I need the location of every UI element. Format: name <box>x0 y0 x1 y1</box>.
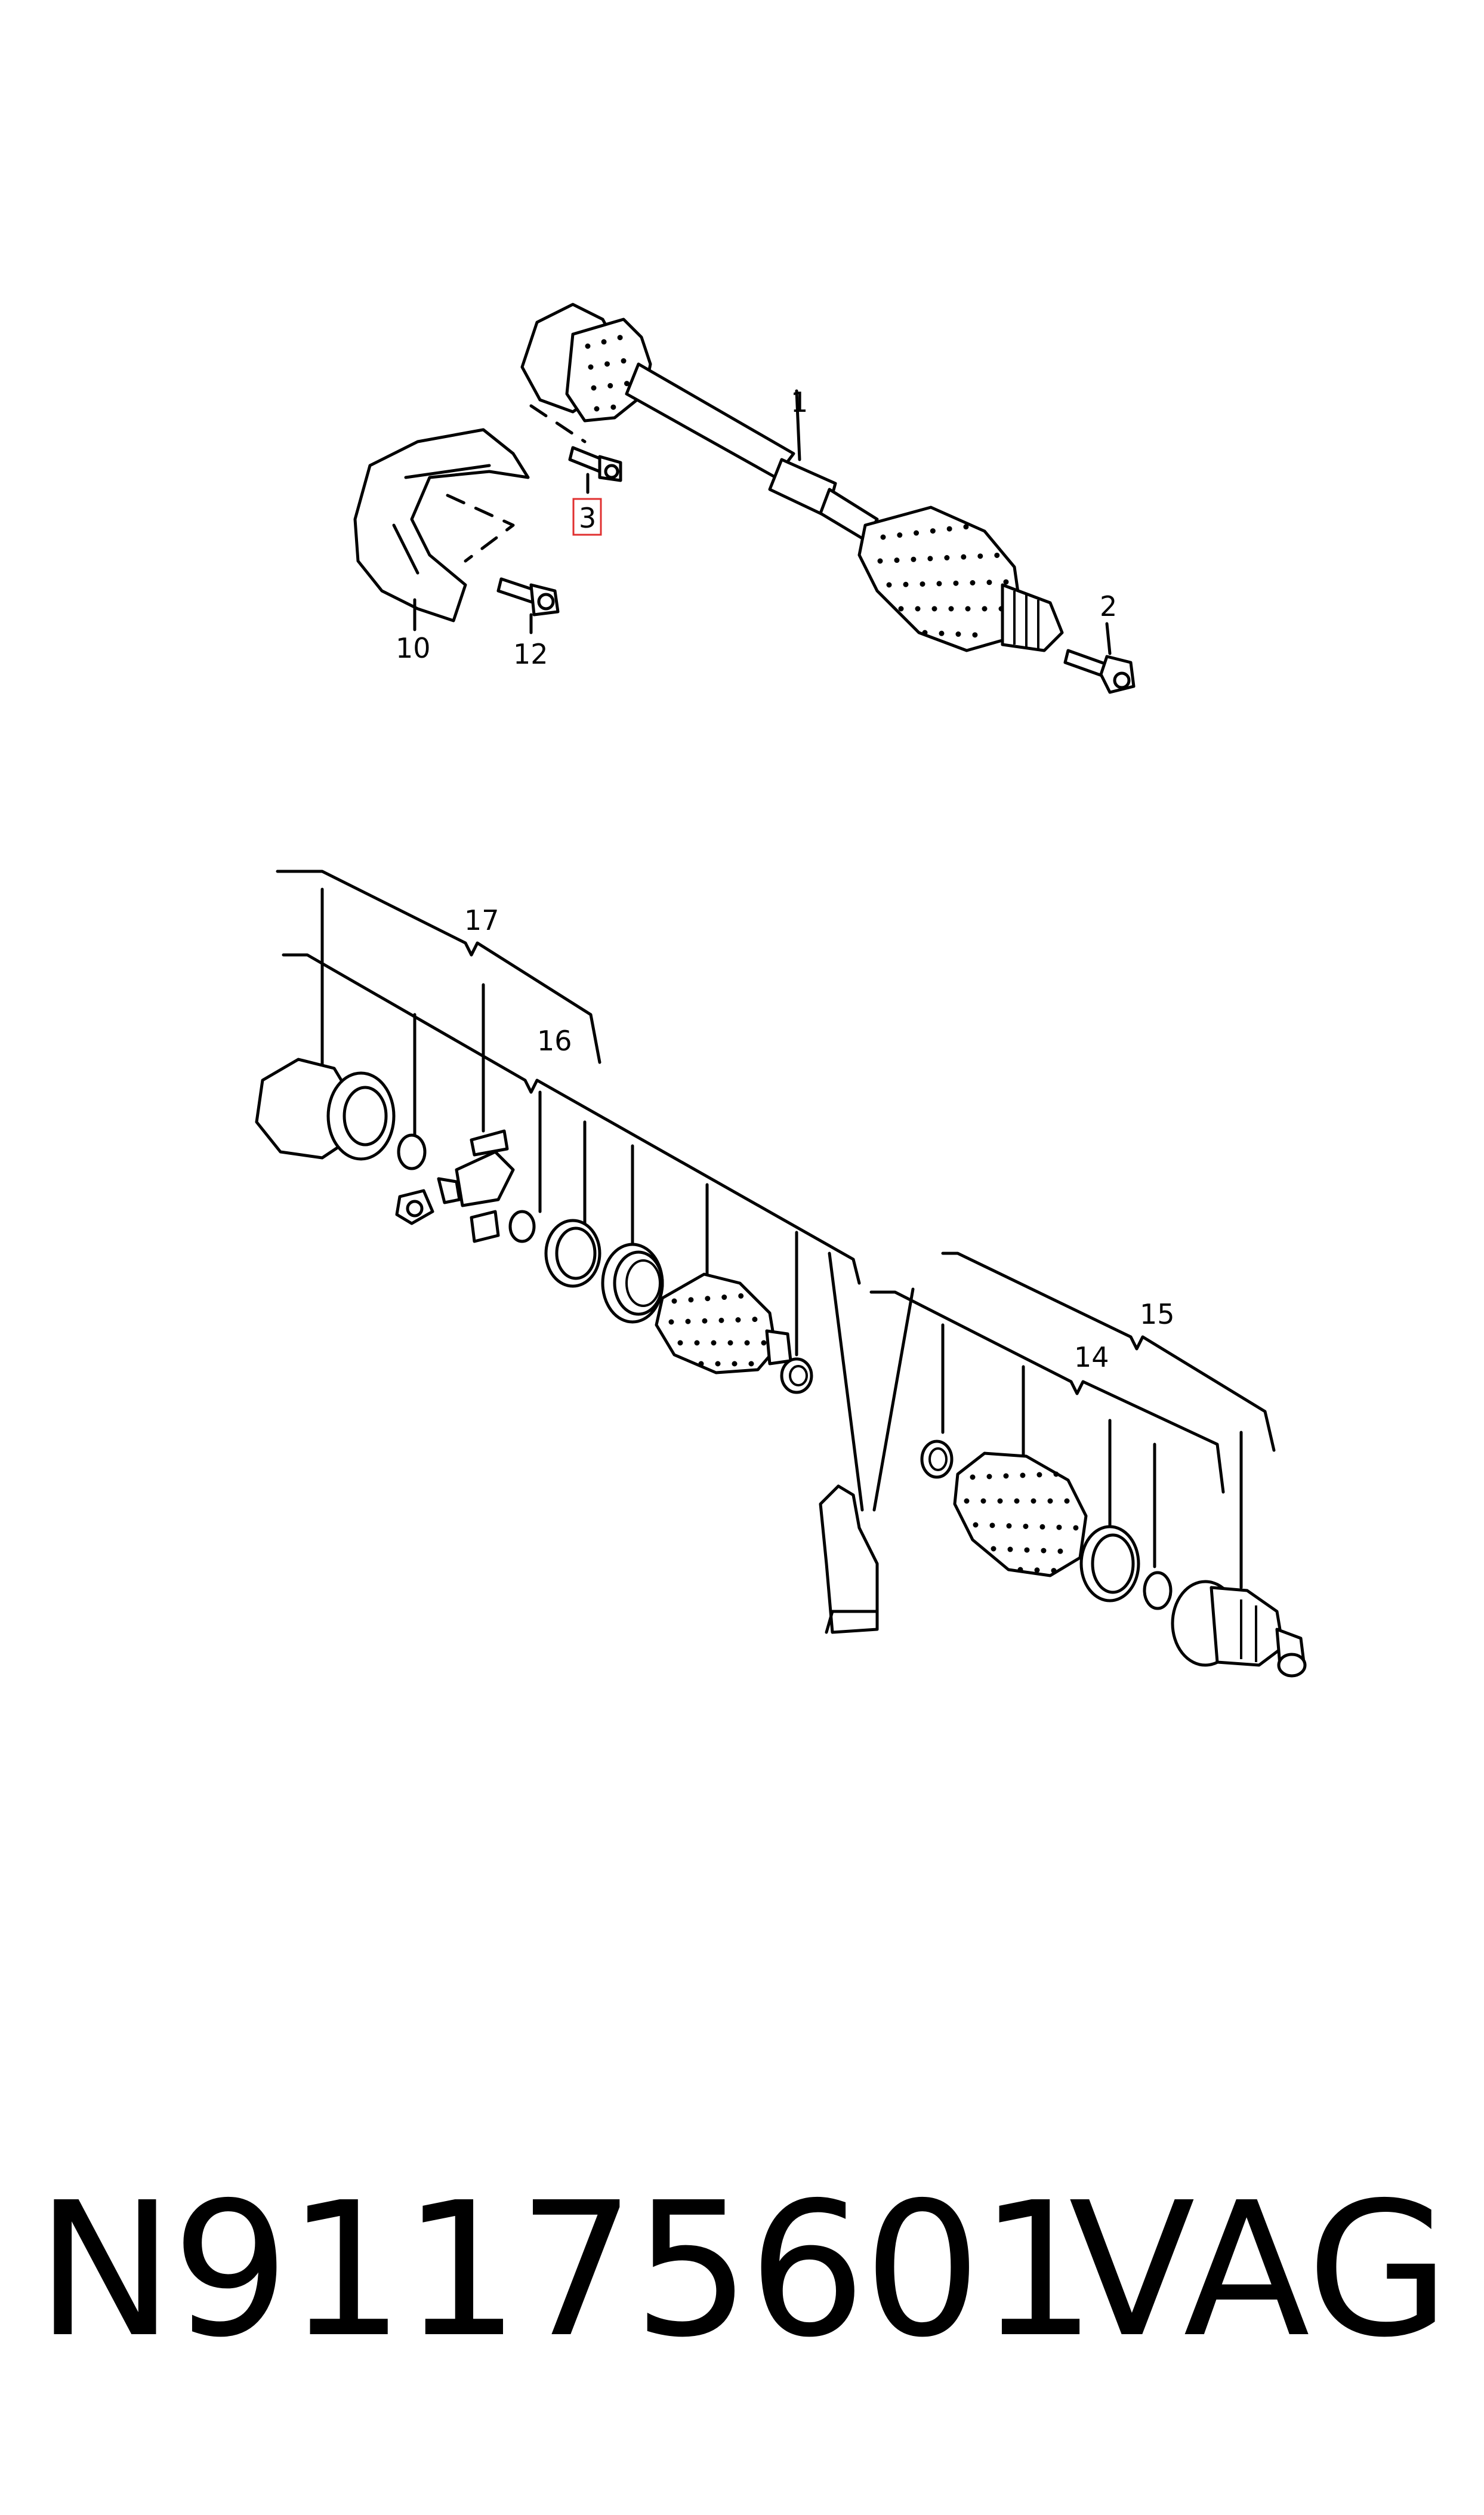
callout-10: 10 <box>396 632 431 664</box>
part-number: N91175601 <box>36 2163 1097 2378</box>
footer: N91175601 VAG <box>36 2172 1450 2369</box>
bracket-14 <box>869 1290 1225 1494</box>
callout-15: 15 <box>1140 1298 1175 1330</box>
bracket-16 <box>282 953 861 1285</box>
outer-boot <box>953 1451 1088 1577</box>
bolt-12 <box>496 577 560 617</box>
brand-name: VAG <box>1068 2163 1450 2378</box>
bolt-2 <box>1063 649 1136 694</box>
callout-16: 16 <box>537 1025 572 1057</box>
bracket-15 <box>941 1252 1276 1452</box>
callout-1: 1 <box>791 386 808 418</box>
outer-joint-stub <box>1001 583 1064 652</box>
callout-12: 12 <box>513 638 548 670</box>
drive-shaft-assembly <box>353 303 1136 694</box>
outer-cv-joint <box>1171 1580 1307 1678</box>
circlip <box>397 1133 427 1170</box>
repair-kit-exploded-view <box>255 870 1307 1678</box>
inner-boot <box>655 1272 778 1374</box>
outer-joint-boot <box>857 506 1022 652</box>
bolt-3 <box>568 446 622 482</box>
shaft-bar <box>625 362 795 479</box>
callout-3[interactable]: 3 <box>579 502 596 534</box>
callout-17: 17 <box>464 904 499 936</box>
callout-14: 14 <box>1074 1341 1109 1373</box>
bracket-17 <box>276 870 601 1064</box>
grease-tube <box>819 1287 915 1634</box>
heat-shield <box>353 428 530 622</box>
tripod-joint <box>437 1129 515 1243</box>
callout-2: 2 <box>1100 590 1117 622</box>
callout-3-highlight[interactable] <box>572 498 602 536</box>
